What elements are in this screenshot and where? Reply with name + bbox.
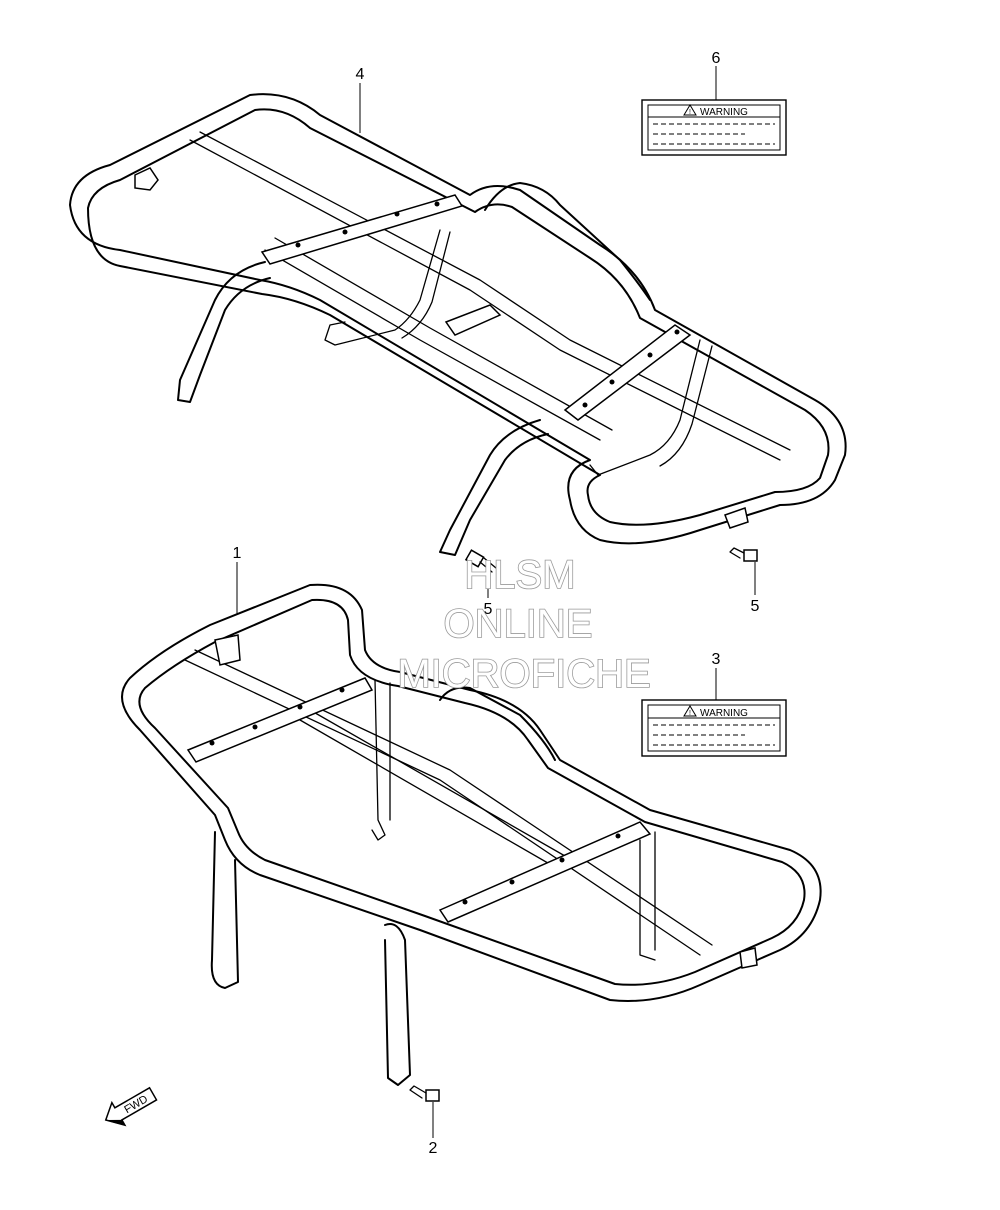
fwd-arrow-label: FWD bbox=[122, 1093, 150, 1116]
bracket-left bbox=[134, 167, 159, 191]
bracket-rear-lower bbox=[739, 947, 758, 969]
fwd-arrow-icon: FWD bbox=[104, 1086, 158, 1127]
watermark-line-2: ONLINE bbox=[444, 602, 593, 646]
warning-label-3-title: WARNING bbox=[700, 708, 748, 719]
bracket-mid bbox=[444, 304, 502, 336]
callout-6: 6 bbox=[712, 50, 721, 67]
bolt-5-left bbox=[464, 549, 497, 573]
warning-triangle-icon bbox=[683, 705, 697, 717]
cross-plate-front-lower bbox=[186, 677, 374, 763]
callout-4: 4 bbox=[356, 66, 365, 83]
warning-label-6-title: WARNING bbox=[700, 107, 748, 118]
warning-triangle-icon bbox=[683, 104, 697, 116]
callout-2: 2 bbox=[429, 1140, 438, 1157]
svg-text:!: ! bbox=[689, 710, 691, 717]
bracket-upper-lower bbox=[214, 634, 241, 666]
bolt-5-right bbox=[729, 547, 758, 562]
watermark-line-3: MICROFICHE bbox=[397, 652, 650, 696]
cross-plate-rear-lower bbox=[438, 821, 652, 923]
callout-5a: 5 bbox=[484, 601, 493, 618]
rear-carrier-4 bbox=[69, 93, 847, 556]
cross-plate-rear bbox=[563, 324, 692, 421]
callout-1: 1 bbox=[233, 545, 242, 562]
warning-label-3: ! WARNING bbox=[641, 699, 787, 757]
bracket-rear bbox=[724, 507, 749, 529]
front-carrier-1 bbox=[121, 583, 822, 1086]
bolt-2 bbox=[409, 1085, 440, 1102]
callout-5b: 5 bbox=[751, 598, 760, 615]
cross-plate-front bbox=[260, 194, 464, 265]
watermark-line-1: HLSM bbox=[464, 553, 575, 597]
svg-text:!: ! bbox=[689, 109, 691, 116]
callout-3: 3 bbox=[712, 651, 721, 668]
warning-label-6: ! WARNING bbox=[641, 99, 787, 156]
